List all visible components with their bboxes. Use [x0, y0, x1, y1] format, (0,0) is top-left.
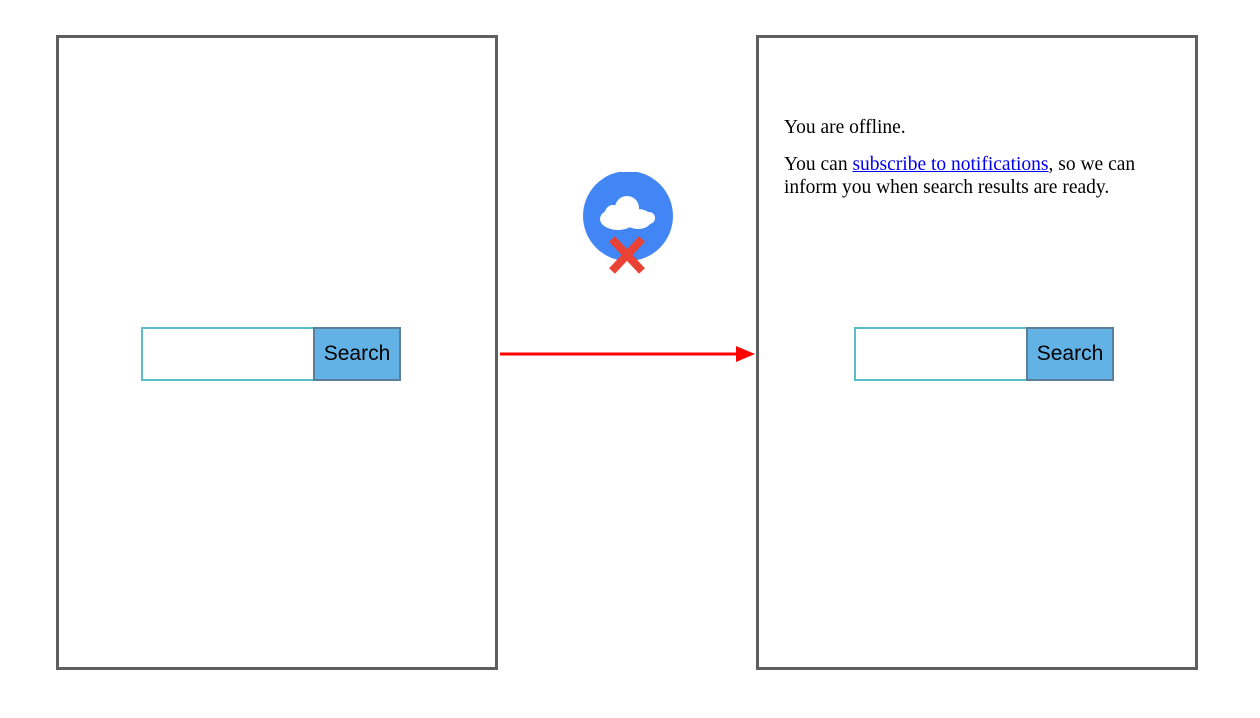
- notification-notice: You can subscribe to notifications, so w…: [784, 153, 1184, 199]
- offline-status-text: You are offline.: [784, 117, 906, 138]
- screen-after: You are offline. You can subscribe to no…: [756, 35, 1198, 670]
- notice-prefix: You can: [784, 154, 853, 175]
- search-input[interactable]: [854, 327, 1026, 381]
- cloud-icon: [600, 196, 655, 230]
- offline-message: You are offline. You can subscribe to no…: [784, 116, 1184, 213]
- search-bar: Search: [141, 327, 403, 381]
- subscribe-link[interactable]: subscribe to notifications: [852, 154, 1049, 175]
- search-bar: Search: [854, 327, 1116, 381]
- notice-suffix: , so we can inform you when search resul…: [784, 154, 1136, 198]
- search-button[interactable]: Search: [313, 327, 401, 381]
- search-input[interactable]: [141, 327, 313, 381]
- arrow-head: [736, 346, 755, 362]
- cloud-offline-icon: [583, 172, 673, 274]
- search-button[interactable]: Search: [1026, 327, 1114, 381]
- cross-icon: [609, 236, 645, 274]
- screen-before: Search: [56, 35, 498, 670]
